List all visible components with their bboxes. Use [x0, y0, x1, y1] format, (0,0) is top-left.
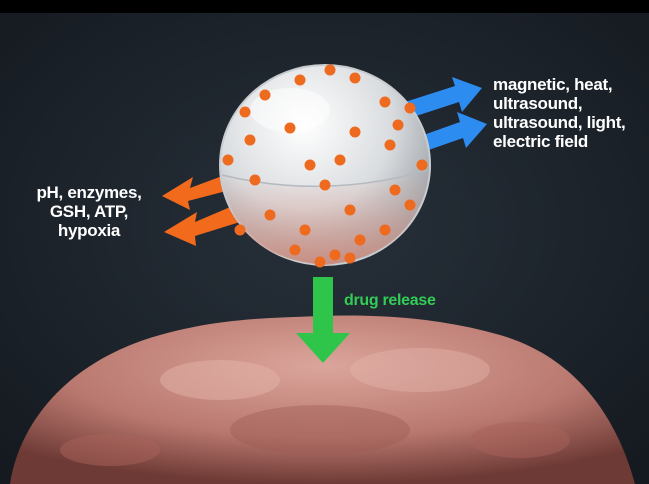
surface-dot [344, 204, 356, 216]
drug-release-arrow [296, 277, 350, 363]
surface-dot [344, 252, 356, 264]
surface-dot [259, 89, 271, 101]
surface-dot [304, 159, 316, 171]
surface-dot [284, 122, 296, 134]
surface-dot [379, 96, 391, 108]
internal-stimuli-label: pH, enzymes, GSH, ATP, hypoxia [36, 183, 142, 240]
surface-dot [379, 224, 391, 236]
arrow-down-icon [296, 277, 350, 363]
surface-dot [334, 154, 346, 166]
arrow-left-upper-icon [162, 175, 230, 210]
surface-dot [244, 134, 256, 146]
surface-dot [404, 102, 416, 114]
internal-stimuli-arrows [162, 175, 240, 246]
surface-dot [404, 199, 416, 211]
arrow-left-lower-icon [164, 205, 240, 246]
surface-dot [349, 126, 361, 138]
arrow-right-lower-icon [415, 112, 487, 153]
surface-dot [354, 234, 366, 246]
surface-dot [249, 174, 261, 186]
surface-dot [289, 244, 301, 256]
surface-dot [299, 224, 311, 236]
nanoparticle [219, 64, 431, 268]
surface-dot [239, 106, 251, 118]
surface-dot [389, 184, 401, 196]
surface-dot [234, 224, 246, 236]
surface-dot [384, 139, 396, 151]
external-stimuli-label: magnetic, heat, ultrasound, ultrasound, … [493, 75, 626, 151]
surface-dot [329, 249, 341, 261]
surface-dots [222, 64, 428, 268]
arrow-right-upper-icon [405, 77, 482, 118]
surface-dot [416, 159, 428, 171]
surface-dot [392, 119, 404, 131]
surface-dot [314, 256, 326, 268]
external-stimuli-arrows [405, 77, 487, 153]
surface-dot [294, 74, 306, 86]
surface-dot [324, 64, 336, 76]
tumor-tissue [10, 315, 635, 484]
surface-dot [264, 209, 276, 221]
surface-dot [222, 154, 234, 166]
drug-release-label: drug release [344, 292, 436, 309]
surface-dot [319, 179, 331, 191]
top-bar [0, 0, 649, 13]
surface-dot [349, 72, 361, 84]
